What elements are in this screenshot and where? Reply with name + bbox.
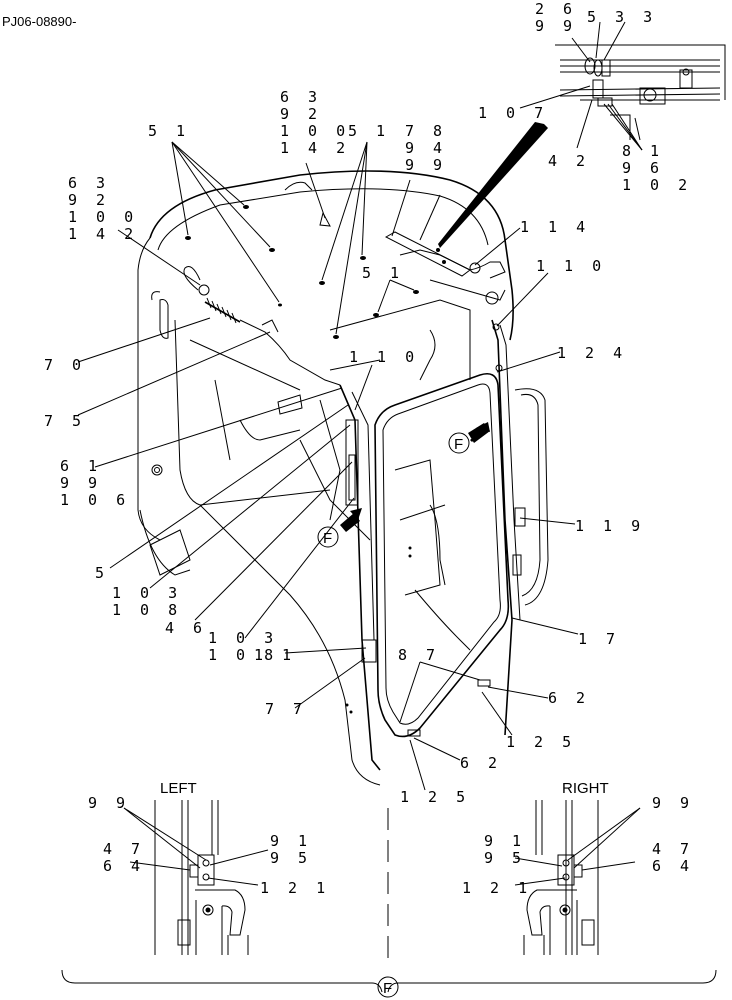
callout-c9-line-1: 9 4 (405, 139, 447, 157)
inset-detail (555, 44, 726, 141)
callout-c36-line-0: 9 9 (652, 794, 694, 812)
callout-c39-line-0: 1 2 1 (462, 879, 532, 897)
callout-c14-line-0: 7 0 (44, 356, 86, 374)
callout-c10-line-3: 1 4 2 (68, 225, 138, 243)
callout-c6-line-3: 1 4 2 (280, 139, 350, 157)
callout-c31-line-0: 1 2 5 (400, 788, 470, 806)
wire-harness (183, 266, 341, 386)
callout-c18-line-0: 6 1 (60, 457, 102, 475)
callout-c15-line-0: 1 1 0 (349, 348, 419, 366)
callout-c34-line-1: 9 5 (270, 849, 312, 867)
door-assembly (339, 319, 549, 771)
callout-c5-line-0: 8 1 (622, 142, 664, 160)
cab-body (137, 170, 514, 786)
callout-c30-line-0: 6 2 (460, 754, 502, 772)
callout-c35-line-0: 1 2 1 (260, 879, 330, 897)
callout-c5-line-1: 9 6 (622, 159, 664, 177)
callout-c34-line-0: 9 1 (270, 832, 312, 850)
marker-f-lower: F (323, 530, 332, 547)
callout-c10-line-2: 1 0 0 (68, 208, 138, 226)
callout-c38-line-1: 6 4 (652, 857, 694, 875)
callout-c5-line-2: 1 0 2 (622, 176, 692, 194)
callout-c21-line-1: 1 0 8 (112, 601, 182, 619)
callout-c10-line-0: 6 3 (68, 174, 110, 192)
leader-lines (77, 21, 643, 791)
callout-c20-line-0: 5 (95, 564, 109, 582)
callout-c17-line-0: 7 5 (44, 412, 86, 430)
brace-marker-f: F (383, 980, 392, 997)
label-left: LEFT (160, 780, 197, 797)
callout-c23-line-1: 1 0 8 (208, 646, 278, 664)
callout-c33-line-0: 4 7 (103, 840, 145, 858)
detail-brace: F (61, 808, 717, 998)
detail-view-left: LEFT (123, 780, 269, 955)
detail-view-right: RIGHT (514, 780, 641, 955)
callout-c26-line-0: 8 7 (398, 646, 440, 664)
callout-c19-line-0: 1 1 9 (575, 517, 645, 535)
callout-c38-line-0: 4 7 (652, 840, 694, 858)
callout-c6-line-2: 1 0 0 (280, 122, 350, 140)
callout-c23-line-0: 1 0 3 (208, 629, 278, 647)
callout-c12-line-0: 5 1 (362, 264, 404, 282)
callout-c22-line-0: 4 6 (165, 619, 207, 637)
upper-hinge-bracket (384, 122, 548, 372)
roof-bolts (185, 205, 419, 339)
drawing-number: PJ06-08890- (2, 14, 76, 29)
callout-c4-line-0: 4 2 (548, 152, 590, 170)
callout-c6-line-0: 6 3 (280, 88, 322, 106)
label-right: RIGHT (562, 780, 609, 797)
callout-c16-line-0: 1 2 4 (557, 344, 627, 362)
callout-c2-line-0: 5 3 3 (587, 8, 657, 26)
callout-c8-line-0: 5 1 (348, 122, 390, 140)
callout-c37-line-1: 9 5 (484, 849, 526, 867)
callout-c9-line-0: 7 8 (405, 122, 447, 140)
callout-c10-line-1: 9 2 (68, 191, 110, 209)
callout-c18-line-2: 1 0 6 (60, 491, 130, 509)
callout-c33-line-1: 6 4 (103, 857, 145, 875)
callout-c7-line-0: 5 1 (148, 122, 190, 140)
callout-c25-line-0: 1 1 (254, 646, 296, 664)
callout-c37-line-0: 9 1 (484, 832, 526, 850)
callout-c6-line-1: 9 2 (280, 105, 322, 123)
view-f-markers: F F (317, 422, 490, 548)
callout-c9-line-2: 9 9 (405, 156, 447, 174)
callout-c18-line-1: 9 9 (60, 474, 102, 492)
callout-c3-line-0: 1 0 7 (478, 104, 548, 122)
callout-c24-line-0: 1 7 (578, 630, 620, 648)
callout-c27-line-0: 6 2 (548, 689, 590, 707)
callout-c11-line-0: 1 1 4 (520, 218, 590, 236)
callout-c32-line-0: 9 9 (88, 794, 130, 812)
callout-c1-line-1: 9 9 (535, 17, 577, 35)
callout-c28-line-0: 7 7 (265, 700, 307, 718)
callout-c29-line-0: 1 2 5 (506, 733, 576, 751)
callout-c21-line-0: 1 0 3 (112, 584, 182, 602)
marker-f-upper: F (454, 436, 463, 453)
callout-c1-line-0: 2 6 (535, 0, 577, 18)
callout-c13-line-0: 1 1 0 (536, 257, 606, 275)
